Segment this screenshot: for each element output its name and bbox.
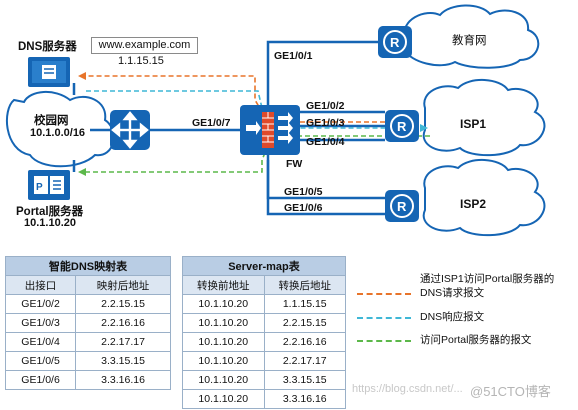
table-cell: 2.2.16.16 <box>75 313 171 333</box>
dns-url: www.example.com <box>98 39 191 51</box>
table-cell: 2.2.15.15 <box>75 294 171 314</box>
legend-line-dns-request <box>357 293 411 295</box>
portal-server-ip: 10.1.10.20 <box>24 217 76 229</box>
if-ge104: GE1/0/4 <box>306 136 345 148</box>
edu-cloud <box>403 4 540 69</box>
portal-server-label: Portal服务器 <box>16 206 84 218</box>
table-cell: 1.1.15.15 <box>263 294 346 314</box>
if-ge101: GE1/0/1 <box>274 50 313 62</box>
isp1-cloud-label: ISP1 <box>460 117 487 131</box>
fw-label: FW <box>286 158 303 170</box>
table-cell: GE1/0/2 <box>4 294 77 314</box>
dns-server-label: DNS服务器 <box>18 41 77 53</box>
table-cell: 10.1.10.20 <box>182 294 265 314</box>
table-cell: 3.3.16.16 <box>75 370 171 390</box>
svg-text:P: P <box>36 182 43 193</box>
dns-server-icon <box>28 57 70 87</box>
legend-line-dns-response <box>357 317 411 319</box>
if-ge105: GE1/0/5 <box>284 186 323 198</box>
if-ge106: GE1/0/6 <box>284 202 323 214</box>
legend-line-portal-access <box>357 340 411 342</box>
table-cell: 10.1.10.20 <box>182 332 265 352</box>
campus-subnet: 10.1.0.0/16 <box>30 127 86 139</box>
svg-text:R: R <box>397 119 407 134</box>
dns-server-ip: 1.1.15.15 <box>118 55 164 67</box>
links <box>72 40 385 216</box>
dns-table-header: 出接口 <box>4 275 77 295</box>
table-cell: 10.1.10.20 <box>182 370 265 390</box>
table-cell: GE1/0/3 <box>4 313 77 333</box>
table-cell: 2.2.15.15 <box>263 313 346 333</box>
table-cell: 2.2.17.17 <box>263 351 346 371</box>
router-edu-icon: R <box>378 26 412 58</box>
if-ge103: GE1/0/3 <box>306 117 345 129</box>
if-ge107: GE1/0/7 <box>192 117 231 129</box>
table-cell: 10.1.10.20 <box>182 351 265 371</box>
table-cell: 10.1.10.20 <box>182 389 265 409</box>
isp2-cloud-label: ISP2 <box>460 197 487 211</box>
table-cell: 10.1.10.20 <box>182 313 265 333</box>
isp2-cloud <box>422 159 546 237</box>
table-cell: 2.2.16.16 <box>263 332 346 352</box>
dns-table-title: 智能DNS映射表 <box>5 256 171 276</box>
flow-portal-access <box>86 135 430 173</box>
table-cell: GE1/0/4 <box>4 332 77 352</box>
edu-cloud-label: 教育网 <box>452 35 487 47</box>
table-cell: 3.3.15.15 <box>263 370 346 390</box>
legend-text-dns-request: 通过ISP1访问Portal服务器的 DNS请求报文 <box>420 272 554 300</box>
legend-text-line: 通过ISP1访问Portal服务器的 <box>420 273 555 285</box>
legend-text-portal-access: 访问Portal服务器的报文 <box>420 334 532 346</box>
table-cell: 3.3.16.16 <box>263 389 346 409</box>
table-cell: GE1/0/5 <box>4 351 77 371</box>
legend-text-line: DNS请求报文 <box>420 287 485 299</box>
svg-text:R: R <box>390 35 400 50</box>
dns-url-box: www.example.com <box>91 37 198 54</box>
isp1-cloud <box>422 79 546 157</box>
table-cell: GE1/0/6 <box>4 370 77 390</box>
server-map-header: 转换前地址 <box>182 275 265 295</box>
if-ge102: GE1/0/2 <box>306 100 345 112</box>
table-cell: 3.3.15.15 <box>75 351 171 371</box>
flow-dns-response <box>86 90 420 129</box>
portal-server-icon: P <box>28 170 70 200</box>
watermark-brand: @51CTO博客 <box>470 384 551 399</box>
campus-label: 校园网 <box>34 115 69 127</box>
server-map-title: Server-map表 <box>182 256 346 276</box>
table-cell: 2.2.17.17 <box>75 332 171 352</box>
router-isp2-icon: R <box>385 190 419 222</box>
legend-text-dns-response: DNS响应报文 <box>420 311 485 323</box>
switch-icon <box>110 110 150 150</box>
server-map-header: 转换后地址 <box>263 275 346 295</box>
firewall-icon <box>240 105 300 155</box>
router-isp1-icon: R <box>385 110 419 142</box>
watermark-url: https://blog.csdn.net/... <box>352 383 463 395</box>
dns-table-header: 映射后地址 <box>75 275 171 295</box>
svg-text:R: R <box>397 199 407 214</box>
